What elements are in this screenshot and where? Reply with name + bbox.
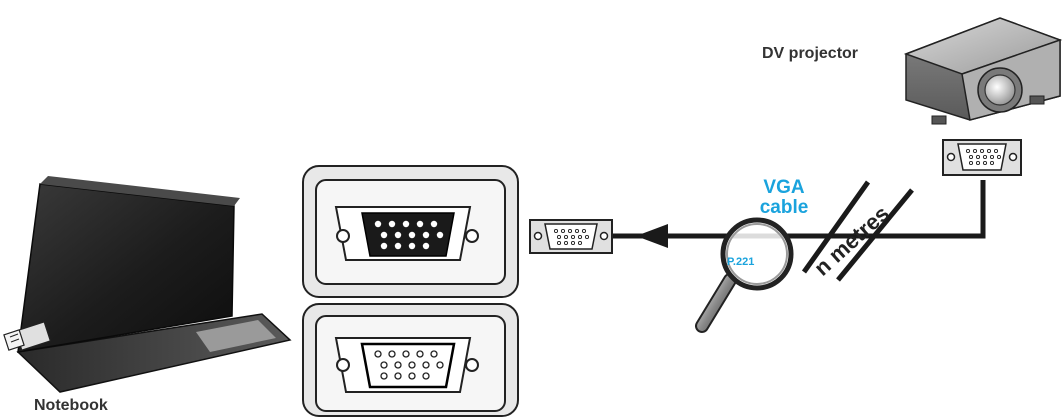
laptop-icon — [3, 176, 292, 393]
cable-label-line1: VGA — [763, 177, 805, 198]
vga-plug-projector-end — [942, 139, 1022, 176]
vga-port-panel-bottom — [302, 303, 519, 417]
cable-label-line2: cable — [759, 197, 809, 218]
distance-break-marks — [801, 180, 914, 282]
projector-label: DV projector — [762, 45, 859, 62]
vga-port-panel-top — [302, 165, 519, 298]
arrow-left-icon — [636, 224, 668, 248]
notebook-label: Notebook — [34, 397, 108, 414]
page-reference-label[interactable]: P.221 — [727, 256, 755, 268]
magnifier-icon — [695, 217, 794, 333]
cable-label: VGA cable — [742, 178, 826, 218]
projector-icon — [903, 17, 1063, 125]
usb-dongle-icon — [3, 321, 52, 351]
vga-plug-cable-end — [529, 219, 613, 254]
